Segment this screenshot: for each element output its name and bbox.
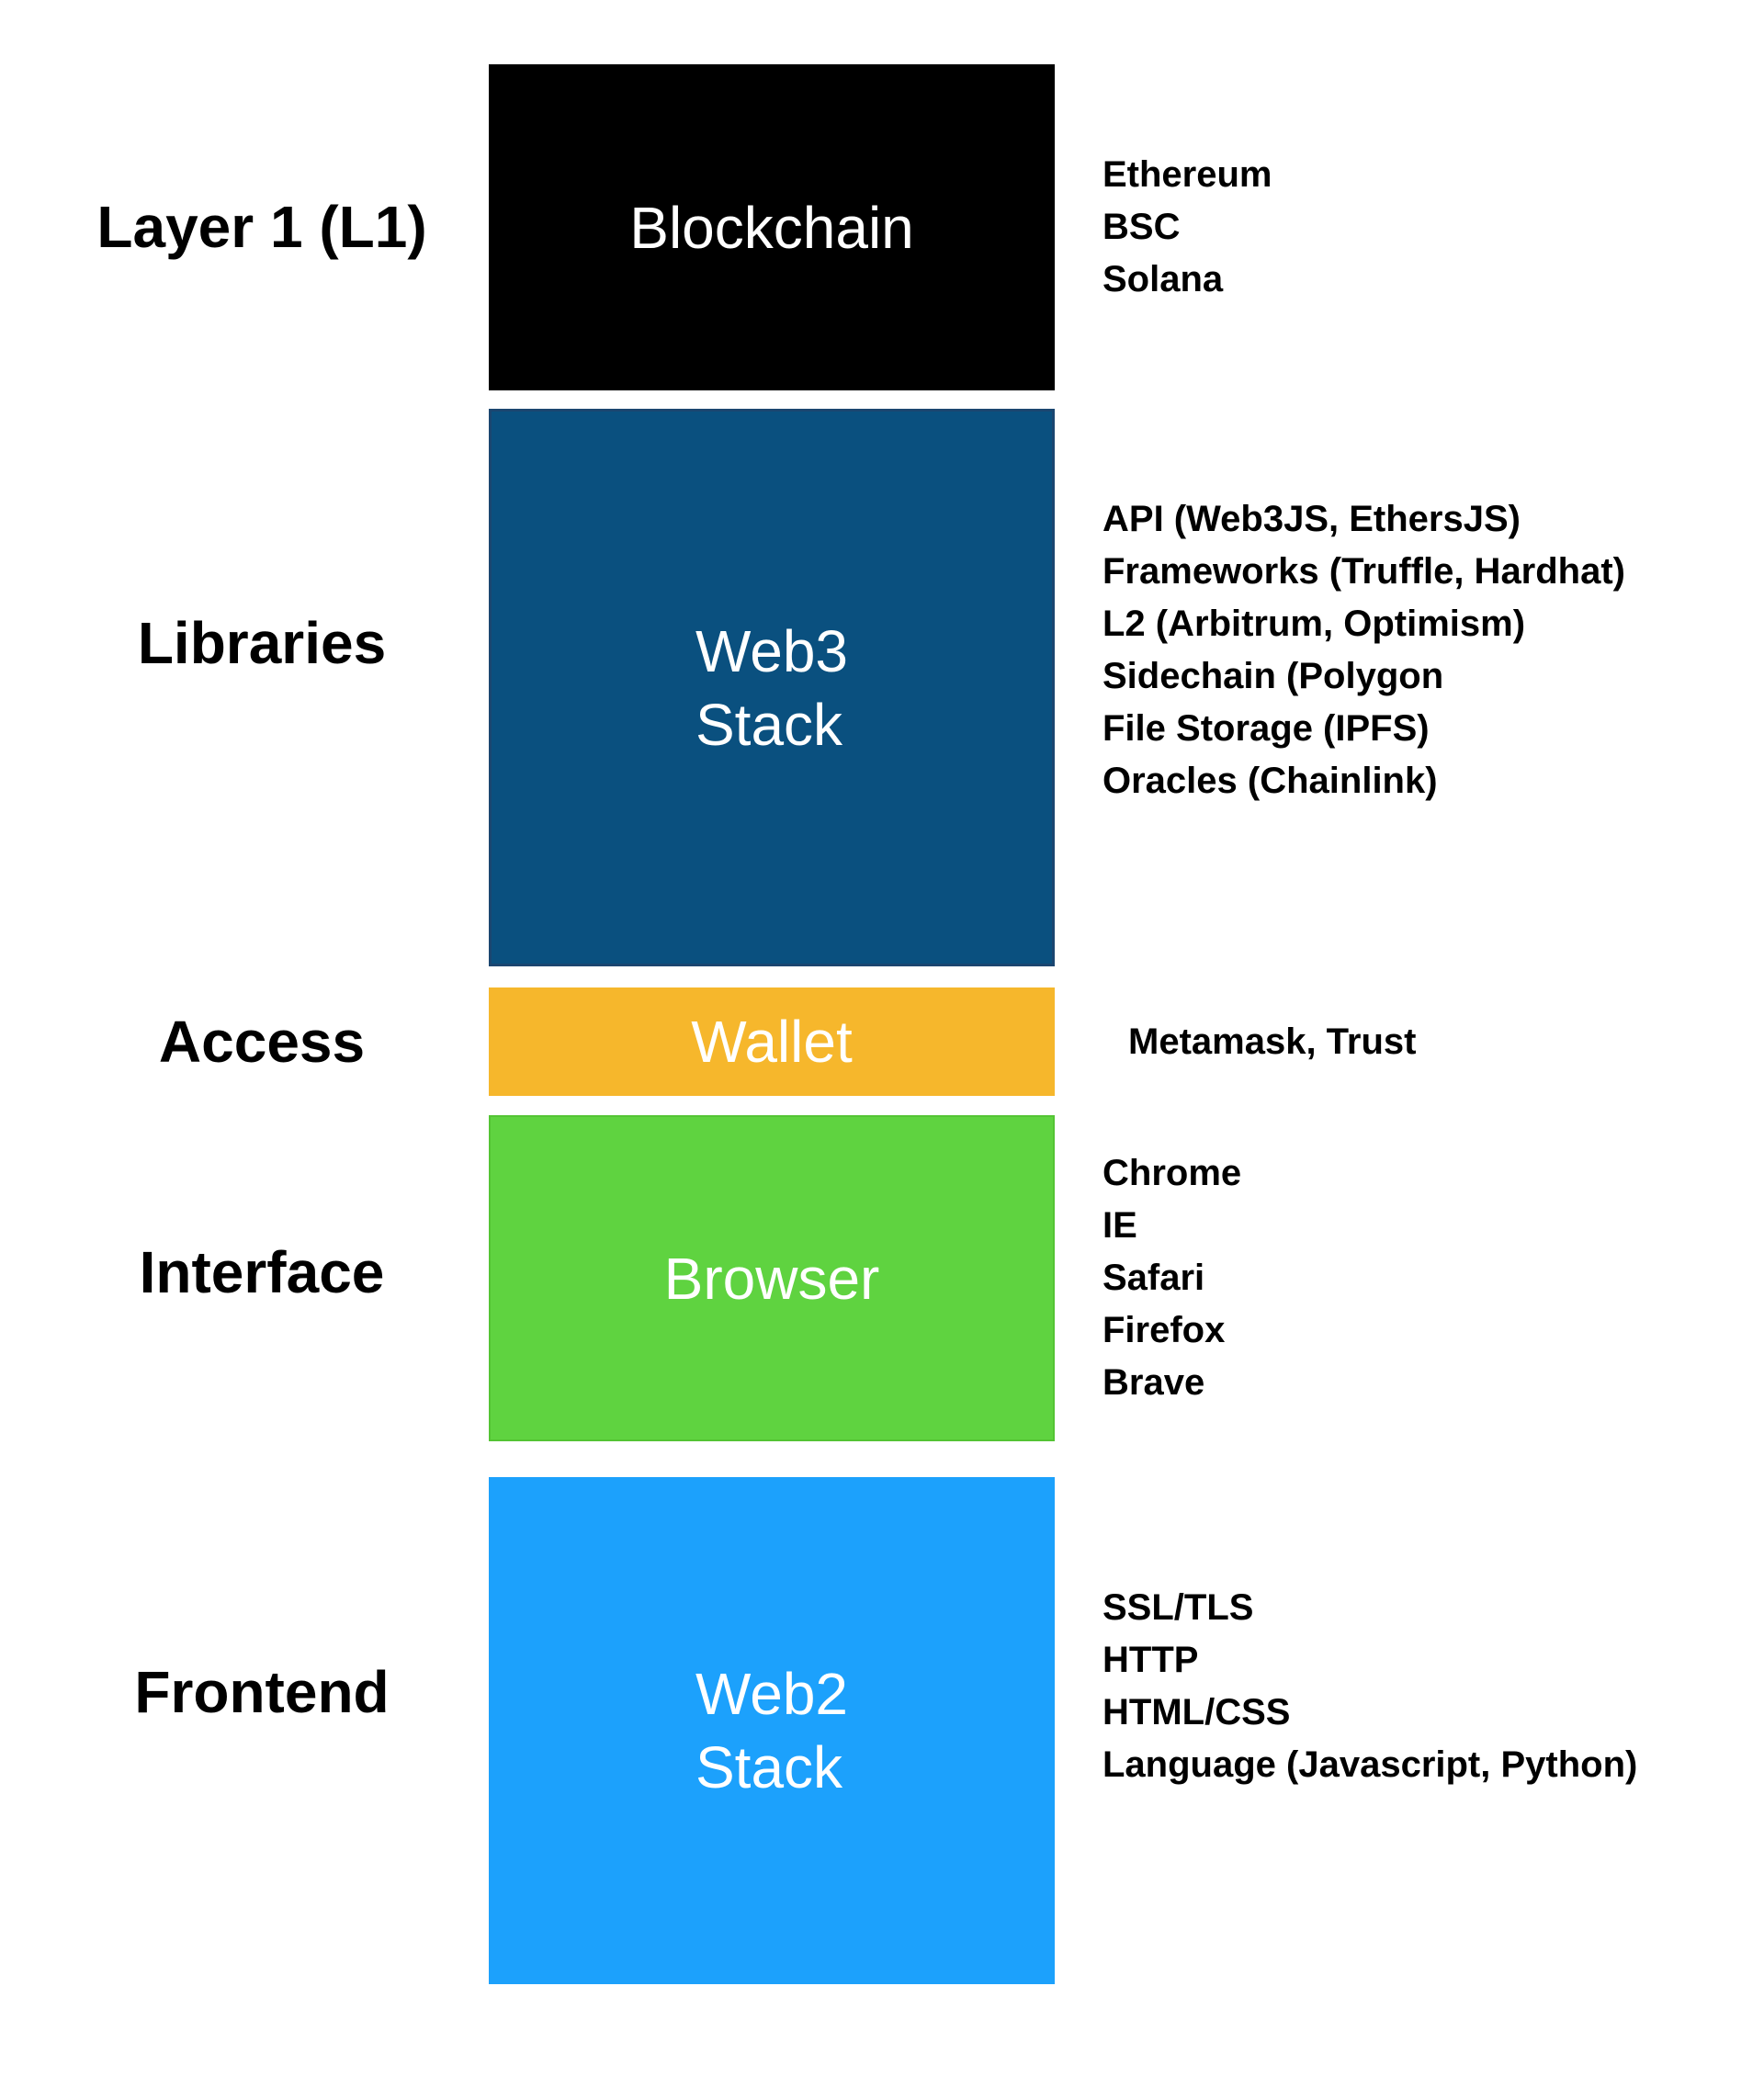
box-title-line: Web3	[695, 617, 849, 684]
box-title-web3-stack: Web3 Stack	[695, 615, 848, 762]
box-title-web2-stack: Web2 Stack	[695, 1657, 848, 1804]
list-item: Sidechain (Polygon	[1102, 656, 1444, 696]
list-item: BSC	[1102, 207, 1181, 247]
row-label-frontend: Frontend	[134, 1659, 390, 1725]
box-title-blockchain: Blockchain	[629, 194, 914, 261]
list-item: Metamask, Trust	[1128, 1021, 1417, 1062]
box-title-line: Web2	[695, 1661, 849, 1727]
row-label-libraries: Libraries	[137, 610, 387, 676]
list-item: Frameworks (Truffle, Hardhat)	[1102, 551, 1626, 592]
item-list-layer1: Ethereum BSC Solana	[1102, 149, 1746, 306]
row-label-layer1: Layer 1 (L1)	[96, 194, 427, 260]
box-title-wallet: Wallet	[691, 1009, 853, 1075]
row-label-interface: Interface	[139, 1239, 385, 1305]
box-title-line: Stack	[695, 691, 843, 758]
box-browser: Browser	[489, 1115, 1055, 1441]
box-wallet: Wallet	[489, 987, 1055, 1096]
list-item: File Storage (IPFS)	[1102, 708, 1430, 749]
box-title-browser: Browser	[663, 1245, 880, 1312]
list-item: Firefox	[1102, 1310, 1226, 1350]
box-blockchain: Blockchain	[489, 64, 1055, 390]
row-label-access: Access	[158, 1009, 366, 1075]
list-item: Language (Javascript, Python)	[1102, 1744, 1638, 1785]
list-item: Ethereum	[1102, 154, 1272, 195]
list-item: Chrome	[1102, 1153, 1242, 1193]
item-list-libraries: API (Web3JS, EthersJS) Frameworks (Truff…	[1102, 493, 1746, 807]
list-item: API (Web3JS, EthersJS)	[1102, 499, 1521, 539]
list-item: SSL/TLS	[1102, 1587, 1254, 1628]
list-item: IE	[1102, 1205, 1137, 1246]
list-item: Brave	[1102, 1362, 1205, 1403]
item-list-access: Metamask, Trust	[1128, 1016, 1764, 1068]
box-title-line: Stack	[695, 1734, 843, 1800]
box-web2-stack: Web2 Stack	[489, 1477, 1055, 1984]
list-item: Solana	[1102, 259, 1224, 299]
list-item: L2 (Arbitrum, Optimism)	[1102, 604, 1526, 644]
item-list-frontend: SSL/TLS HTTP HTML/CSS Language (Javascri…	[1102, 1582, 1746, 1791]
list-item: Safari	[1102, 1258, 1205, 1298]
list-item: HTML/CSS	[1102, 1692, 1291, 1732]
item-list-interface: Chrome IE Safari Firefox Brave	[1102, 1147, 1746, 1409]
list-item: HTTP	[1102, 1640, 1199, 1680]
box-web3-stack: Web3 Stack	[489, 409, 1055, 966]
list-item: Oracles (Chainlink)	[1102, 761, 1438, 801]
